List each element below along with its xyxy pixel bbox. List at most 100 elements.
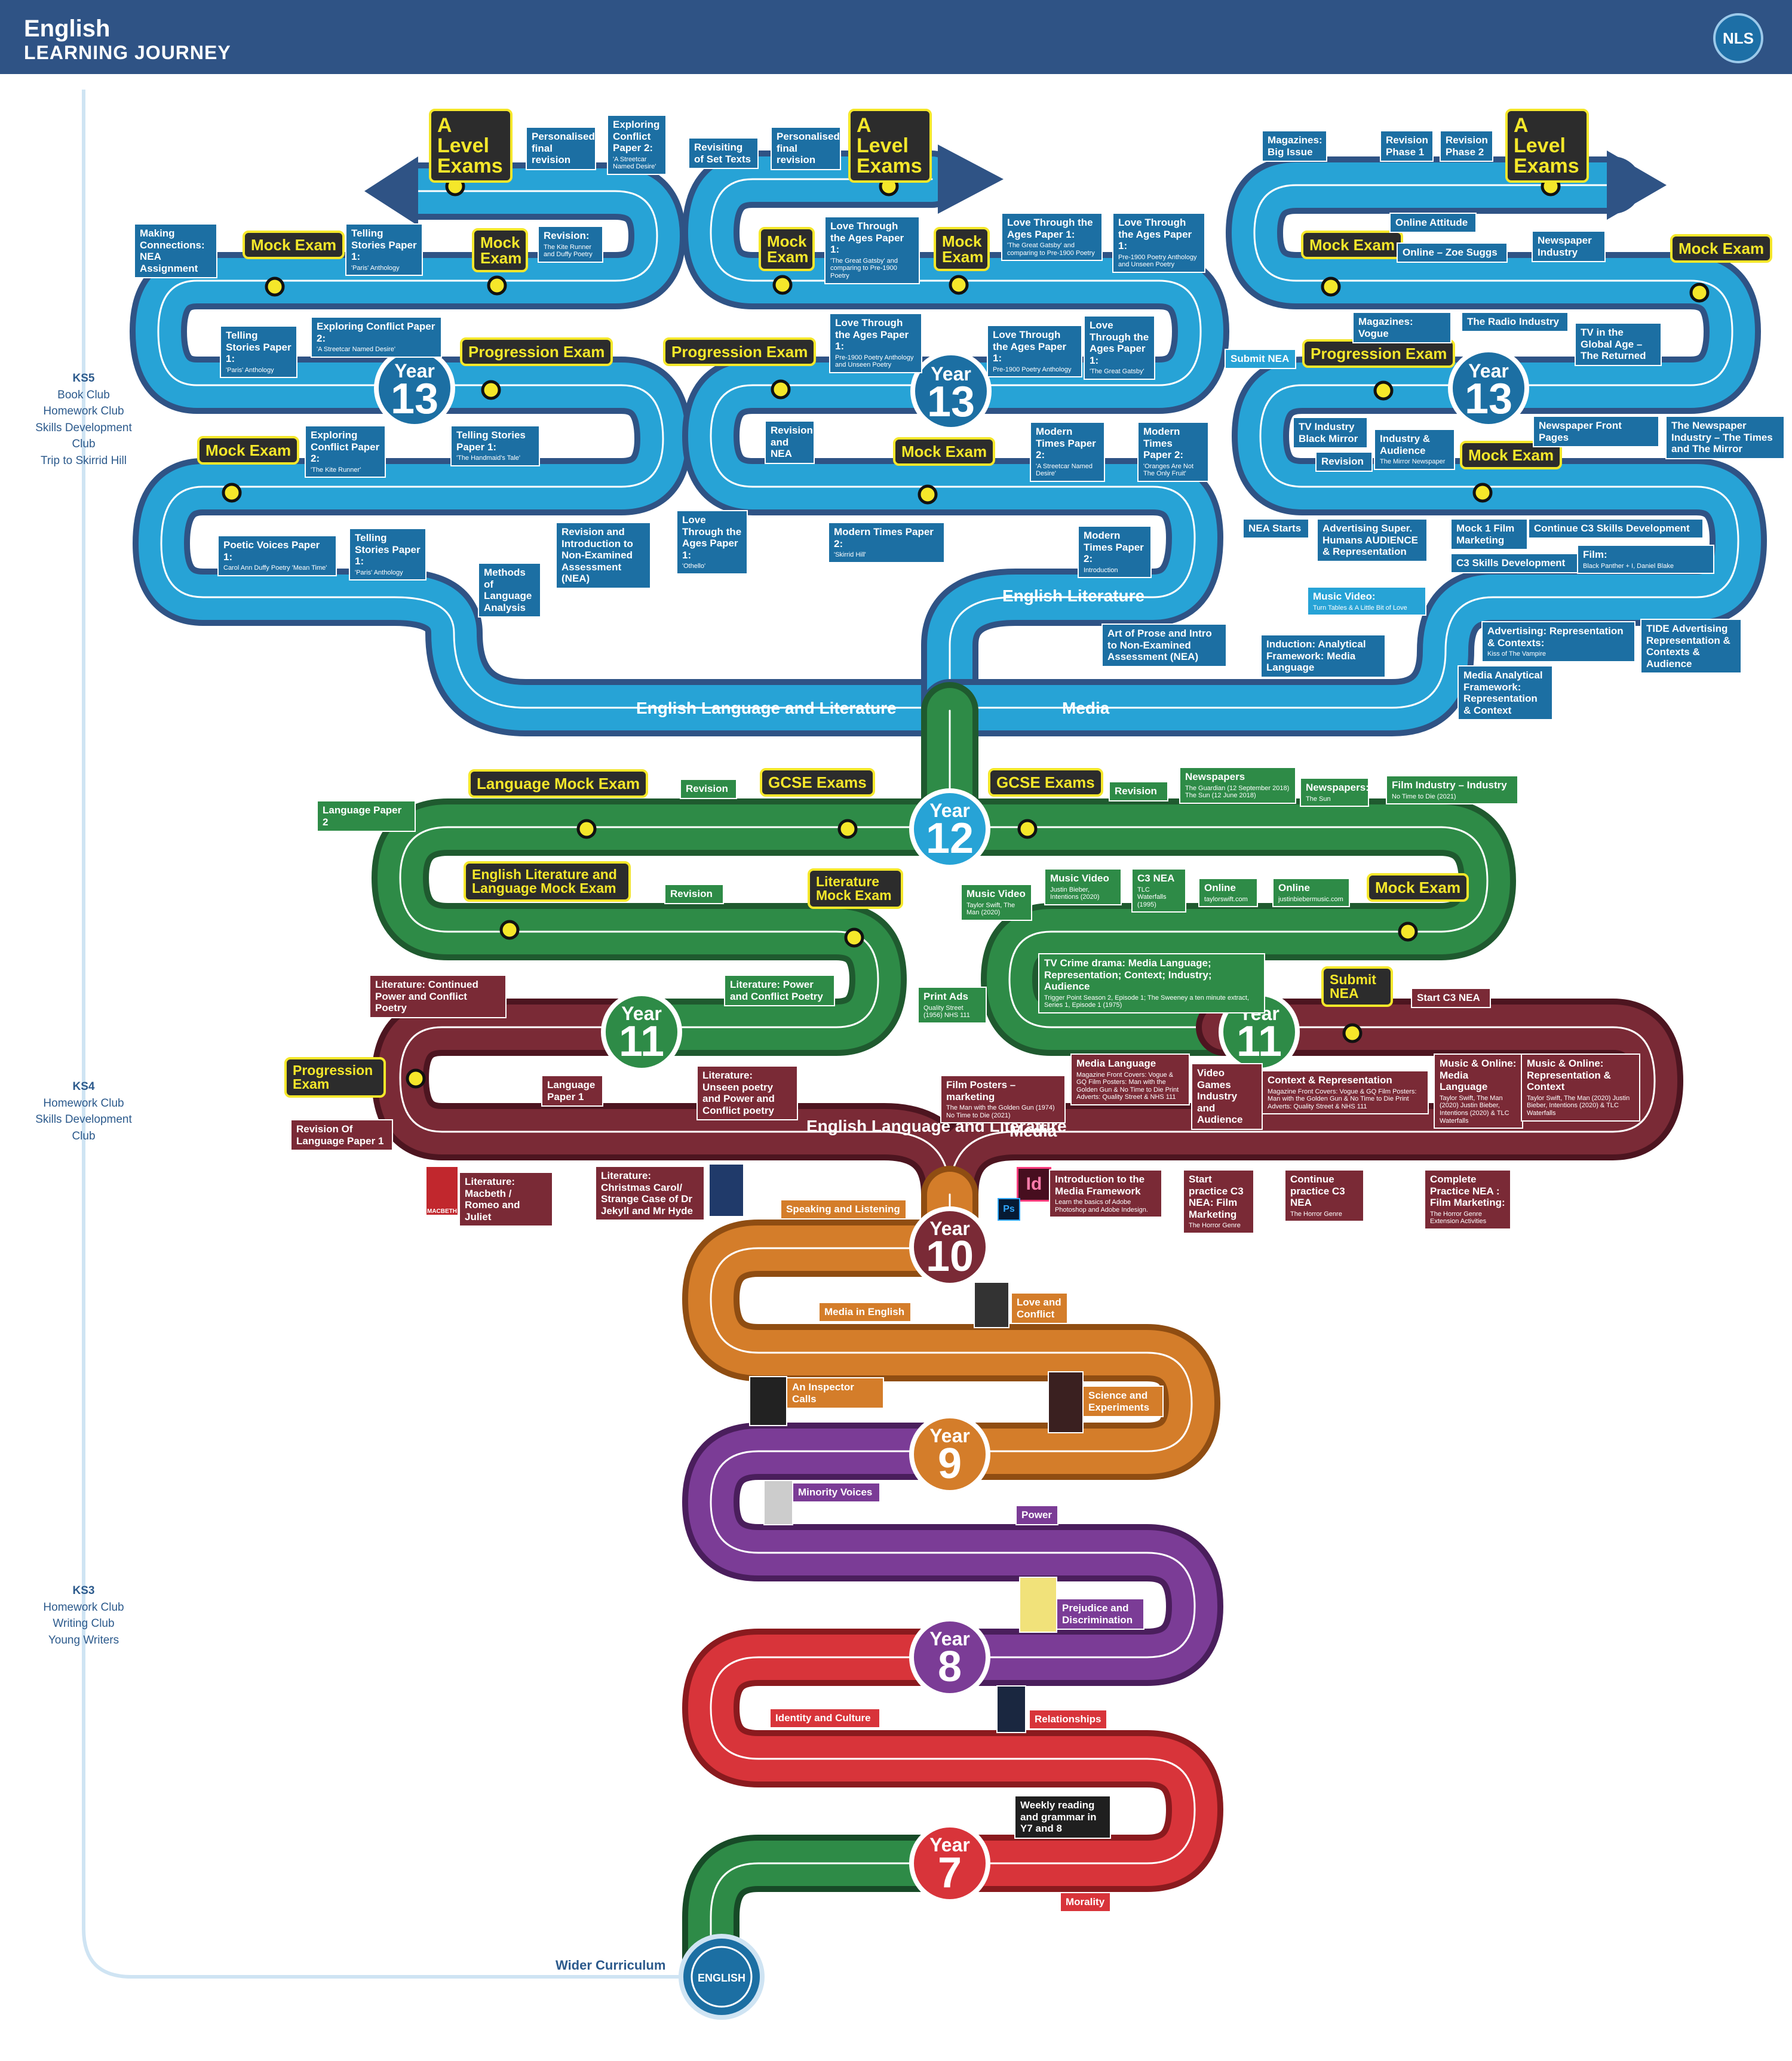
label-media-in-english: Media in English (818, 1302, 912, 1322)
road-label-lang-lit: English Language and Literature (636, 699, 897, 717)
book-cover-prejudice (1019, 1577, 1057, 1633)
mock-exam-badge: Mock Exam (1460, 441, 1563, 469)
book-cover-love-conflict (974, 1282, 1009, 1328)
road-label-english-lit: English Literature (1002, 586, 1144, 605)
label-telling-stories: Telling Stories Paper 1:'Paris' Antholog… (349, 528, 426, 581)
ks3-item: Writing Club (53, 1617, 115, 1630)
arrow-right-media (1607, 150, 1667, 220)
book-cover-macbeth: MACBETH (425, 1166, 459, 1216)
label-complete-practice: Complete Practice NEA : Film Marketing:T… (1424, 1169, 1511, 1230)
milestone-dot (499, 920, 520, 940)
literature-mock-exam: Literature Mock Exam (808, 868, 903, 909)
label-revision-intro-nea: Revision and Introduction to Non-Examine… (556, 522, 651, 589)
milestone-dot (1398, 922, 1418, 942)
book-cover-frankenstein (1048, 1371, 1084, 1433)
arrow-left-lang (364, 156, 418, 226)
mock-exam-badge: Mock Exam (1301, 231, 1404, 259)
svg-text:Year: Year (929, 1218, 970, 1239)
label-revision-phase-1: Revision Phase 1 (1380, 130, 1434, 162)
book-cover-inspector (749, 1376, 787, 1426)
label-online-zoe: Online – Zoe Suggs (1397, 242, 1508, 263)
ks3-item: Homework Club (43, 1601, 124, 1614)
road-y10 (682, 1166, 1220, 1480)
label-modern-times: Modern Times Paper 2:'Skirrid Hill' (828, 522, 945, 563)
progression-exam-badge: Progression Exam (284, 1057, 386, 1098)
progression-exam-badge: Progression Exam (460, 337, 613, 366)
a-level-exams-lang: A Level Exams (429, 109, 513, 183)
label-art-of-prose: Art of Prose and Intro to Non-Examined A… (1101, 623, 1227, 667)
label-relationships: Relationships (1029, 1709, 1107, 1730)
label-love-through-ages: Love Through the Ages Paper 1:'The Great… (1001, 213, 1103, 262)
sidebar-ks5: KS5 Book Club Homework Club Skills Devel… (24, 370, 143, 469)
label-exploring-conflict: Exploring Conflict Paper 2:'A Streetcar … (311, 317, 442, 358)
label-methods-analysis: Methods of Language Analysis (478, 563, 541, 618)
label-making-connections: Making Connections: NEA Assignment (134, 223, 217, 279)
milestone-dot (837, 819, 858, 839)
label-lit-power: Literature: Power and Conflict Poetry (724, 975, 835, 1007)
label-love-through-ages: Love Through the Ages Paper 1:Pre-1900 P… (829, 313, 922, 373)
label-science-experiments: Science and Experiments (1082, 1386, 1164, 1418)
label-magazines-vogue: Magazines: Vogue (1352, 312, 1452, 344)
label-power: Power (1015, 1505, 1058, 1525)
milestone-dot (487, 275, 507, 296)
label-language-paper-2: Language Paper 2 (317, 800, 416, 833)
label-induction: Induction: Analytical Framework: Media L… (1260, 634, 1386, 678)
label-christmas-carol: Literature: Christmas Carol/ Strange Cas… (595, 1166, 705, 1221)
label-poetic-voices: Poetic Voices Paper 1:Carol Ann Duffy Po… (217, 535, 337, 576)
label-revision-of-paper-1: Revision Of Language Paper 1 (290, 1119, 393, 1151)
svg-text:13: 13 (391, 375, 438, 423)
label-advertising-rep: Advertising: Representation & Contexts:K… (1481, 621, 1635, 662)
svg-text:Year: Year (621, 1003, 662, 1024)
ks5-item: Book Club (57, 388, 110, 401)
svg-text:9: 9 (938, 1440, 962, 1488)
svg-text:10: 10 (926, 1233, 974, 1280)
label-modern-times: Modern Times Paper 2:'Oranges Are Not Th… (1137, 422, 1209, 482)
submit-nea-badge: Submit NEA (1321, 966, 1393, 1007)
svg-text:Year: Year (1468, 360, 1509, 382)
milestone-dot (1321, 277, 1341, 297)
label-revision-kite: Revision:The Kite Runner and Duffy Poetr… (538, 226, 603, 263)
ks5-item: Skills Development Club (35, 421, 132, 451)
label-revision: Revision (664, 884, 724, 904)
svg-text:Year: Year (929, 1425, 970, 1446)
ks4-title: KS4 (72, 1080, 95, 1093)
a-level-exams-media: A Level Exams (1505, 109, 1589, 183)
language-mock-exam: Language Mock Exam (468, 769, 649, 798)
svg-text:Year: Year (929, 1834, 970, 1856)
label-unseen-poetry: Literature: Unseen poetry and Power and … (696, 1065, 798, 1121)
arrow-heads (364, 145, 1667, 226)
road-ks5-media (921, 156, 1767, 736)
label-identity-culture: Identity and Culture (769, 1708, 880, 1728)
milestone-dot (949, 275, 969, 295)
milestone-dot (771, 379, 791, 400)
milestone-dot (576, 819, 597, 839)
label-morality: Morality (1060, 1892, 1111, 1912)
label-video-games: Video Games Industry and Audience (1191, 1063, 1263, 1130)
ks5-item: Homework Club (43, 405, 124, 418)
book-cover-jekyll (708, 1163, 744, 1217)
label-music-online-rep: Music & Online: Representation & Context… (1521, 1053, 1640, 1122)
label-np-times-mirror: The Newspaper Industry – The Times and T… (1665, 416, 1785, 459)
ks4-item: Homework Club (43, 1096, 124, 1110)
milestone-dot (222, 483, 242, 503)
milestone-dot (1373, 380, 1394, 401)
label-lit-continued: Literature: Continued Power and Conflict… (369, 975, 507, 1018)
svg-text:13: 13 (927, 378, 975, 426)
milestone-dot (918, 484, 938, 505)
mock-exam-badge: Mock Exam (243, 231, 345, 259)
label-continue-c3: Continue C3 Skills Development (1528, 518, 1704, 539)
progression-exam-badge: Progression Exam (1302, 339, 1456, 368)
